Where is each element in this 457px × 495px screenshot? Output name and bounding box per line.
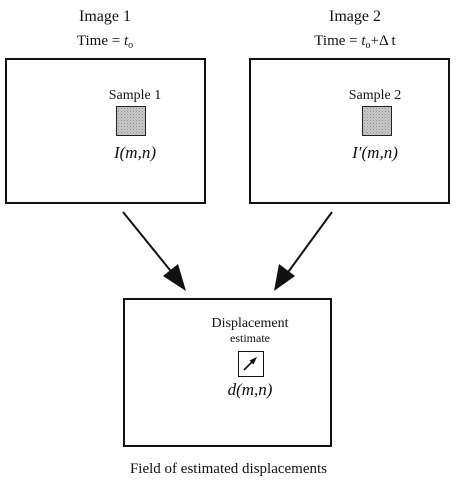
image1-time-label: Time = to (30, 33, 180, 51)
image2-time-label: Time = to+Δ t (280, 33, 430, 51)
sample1-label: Sample 1 (108, 88, 162, 103)
arrow-image1-to-result (122, 211, 186, 291)
image1-time-sub: o (128, 40, 134, 51)
image2-time-suffix: +Δ t (370, 33, 396, 49)
estimate-label: estimate (230, 331, 270, 345)
image2-frame (249, 58, 450, 204)
image1-time-var: t (123, 33, 129, 49)
image2-title: Image 2 (329, 8, 381, 25)
image2-function-label: I′(m,n) (352, 143, 398, 162)
sample2-label: Sample 2 (348, 88, 402, 103)
image1-time-prefix: Time = (76, 33, 124, 49)
image1-title: Image 1 (79, 8, 131, 25)
sample1-patch (116, 106, 146, 136)
image2-time-sub: o (365, 40, 371, 51)
image2-time-var: t (361, 33, 366, 49)
displacement-label: Displacement (211, 316, 289, 331)
image1-frame (5, 58, 206, 204)
arrow-image2-to-result (274, 211, 333, 291)
sample2-patch (362, 106, 392, 136)
image2-time-prefix: Time = (314, 33, 362, 49)
displacement-vector-box (238, 351, 264, 377)
result-caption: Field of estimated displacements (129, 461, 328, 477)
displacement-arrow-icon (243, 357, 257, 371)
result-frame (123, 298, 332, 447)
image1-function-label: I(m,n) (113, 143, 156, 162)
displacement-function-label: d(m,n) (227, 380, 273, 399)
